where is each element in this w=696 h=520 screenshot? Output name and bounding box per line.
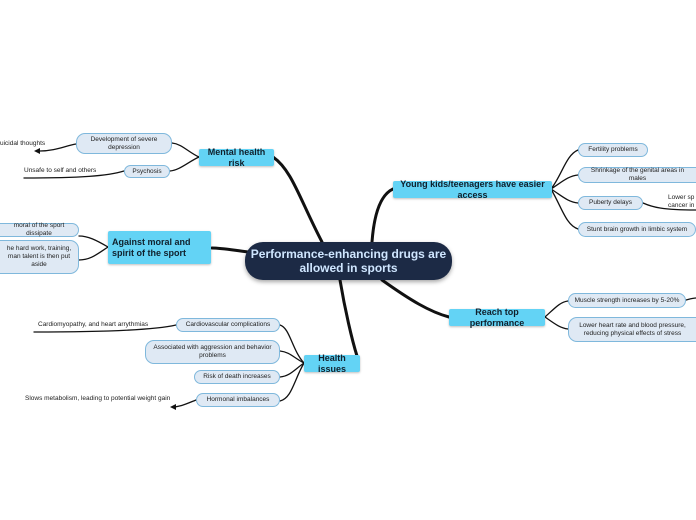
subtopic-aggression[interactable]: Associated with aggression and behavior …	[145, 340, 280, 364]
central-topic[interactable]: Performance-enhancing drugs are allowed …	[245, 242, 452, 280]
leaf-unsafe: Unsafe to self and others	[24, 167, 97, 174]
leaf-suicidal-thoughts: uicidal thoughts	[0, 140, 46, 147]
leaf-lower-sperm: Lower sp cancer in	[668, 194, 695, 209]
subtopic-lower-heart-rate[interactable]: Lower heart rate and blood pressure, red…	[568, 317, 696, 342]
subtopic-shrinkage[interactable]: Shrinkage of the genital areas in males	[578, 167, 696, 183]
topic-health-issues[interactable]: Health issues	[304, 353, 360, 374]
topic-reach-top-performance[interactable]: Reach top performance	[449, 307, 545, 328]
topic-mental-health-risk[interactable]: Mental health risk	[199, 147, 274, 168]
subtopic-hard-work-aside[interactable]: he hard work, training, man talent is th…	[0, 240, 79, 274]
topic-against-moral-spirit[interactable]: Against moral and spirit of the sport	[108, 231, 211, 264]
subtopic-muscle-strength[interactable]: Muscle strength increases by 5-20%	[568, 293, 686, 308]
leaf-cardiomyopathy: Cardiomyopathy, and heart arrythmias	[38, 321, 149, 328]
subtopic-stunt-brain-growth[interactable]: Stunt brain growth in limbic system	[578, 222, 696, 237]
subtopic-moral-dissipate[interactable]: moral of the sport dissipate	[0, 222, 79, 237]
subtopic-risk-of-death[interactable]: Risk of death increases	[194, 370, 280, 384]
subtopic-fertility-problems[interactable]: Fertility problems	[578, 143, 648, 157]
leaf-slows-metabolism: Slows metabolism, leading to potential w…	[25, 395, 171, 402]
subtopic-psychosis[interactable]: Psychosis	[124, 165, 170, 178]
subtopic-severe-depression[interactable]: Development of severe depression	[76, 133, 172, 154]
topic-young-kids-access[interactable]: Young kids/teenagers have easier access	[393, 179, 552, 200]
subtopic-hormonal-imbalances[interactable]: Hormonal imbalances	[196, 393, 280, 407]
subtopic-puberty-delays[interactable]: Puberty delays	[578, 196, 643, 210]
subtopic-cardiovascular[interactable]: Cardiovascular complications	[176, 318, 280, 332]
